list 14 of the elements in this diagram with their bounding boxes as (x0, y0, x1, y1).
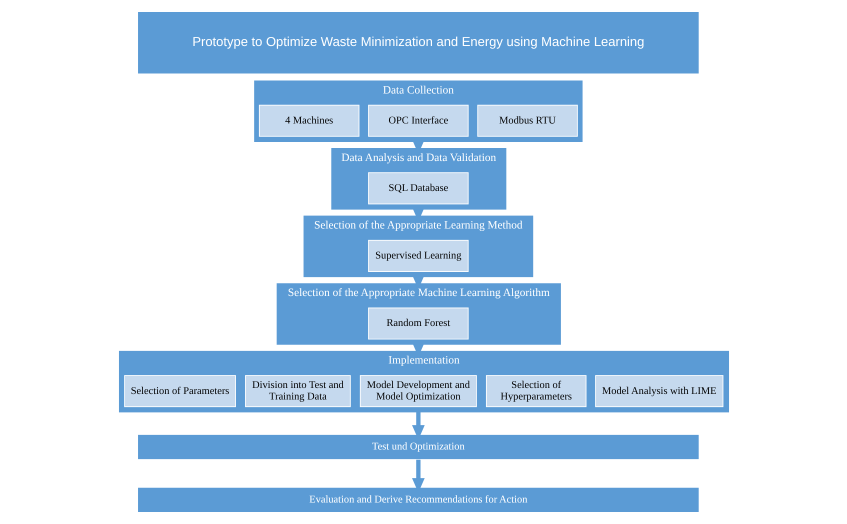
node-box: Division into Test and Training Data (244, 375, 350, 408)
node-box: SQL Database (368, 172, 468, 204)
node-box: Model Analysis with LIME (594, 375, 723, 408)
node-box: Test und Optimization (136, 434, 700, 460)
node-box: 4 Machines (258, 104, 359, 137)
node-box: Evaluation and Derive Recommendations for Action (136, 486, 700, 513)
node-box: Supervised Learning (368, 240, 468, 272)
node-box: OPC Interface (368, 104, 468, 137)
node-box: Prototype to Optimize Waste Minimization and Energy using Machine Learning (136, 11, 700, 74)
node-box: Selection of Parameters (124, 375, 236, 408)
node-box: Random Forest (368, 308, 468, 340)
node-box: Model Development and Model Optimization (359, 375, 476, 408)
node-box: Modbus RTU (476, 104, 578, 137)
node-box: Selection of Hyperparameters (485, 375, 586, 408)
